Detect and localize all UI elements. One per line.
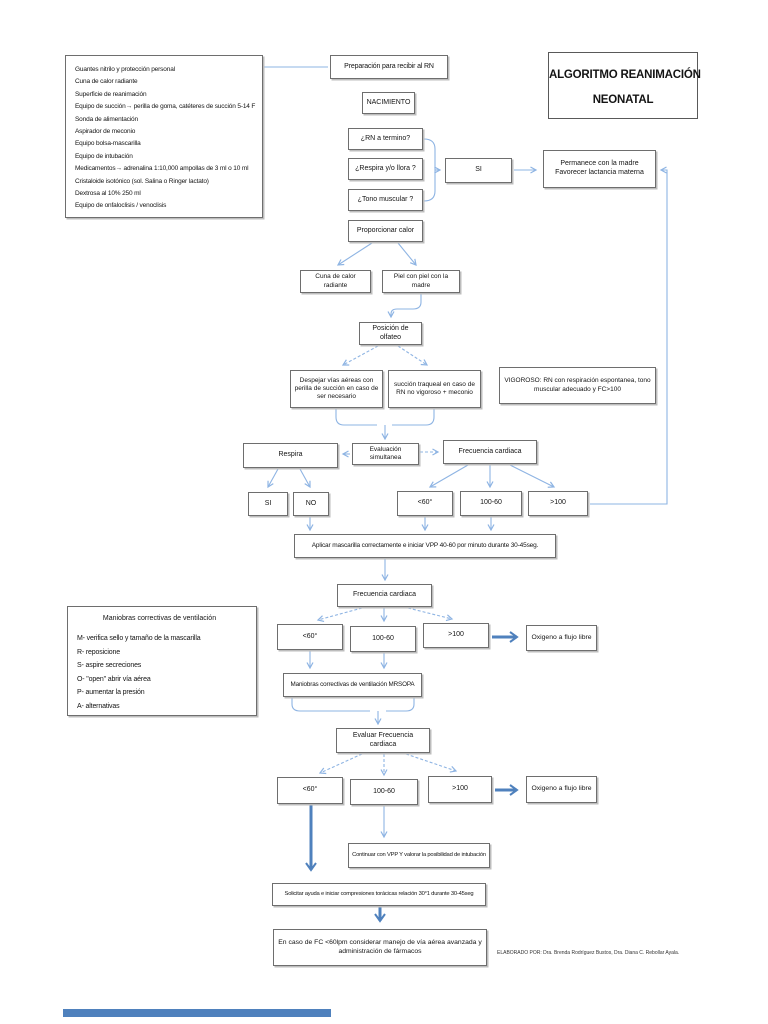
node-preparacion: Preparación para recibir al RN xyxy=(330,55,448,79)
node-piel-con-piel: Piel con piel con la madre xyxy=(382,270,460,293)
node-frecuencia-cardiaca-1: Frecuencia cardiaca xyxy=(443,440,537,464)
node-oxigeno-libre-2: Oxigeno a flujo libre xyxy=(526,776,597,803)
node-si-respira: SI xyxy=(248,492,288,516)
maniobras-item: A- alternativas xyxy=(77,702,120,710)
maniobras-item: R- reposicione xyxy=(77,648,121,656)
node-evaluar-fc: Evaluar Frecuencia cardiaca xyxy=(336,728,430,753)
node-no-respira: NO xyxy=(293,492,329,516)
node-oxigeno-libre-1: Oxigeno a flujo libre xyxy=(526,625,597,651)
node-fc3-100-60: 100-60 xyxy=(350,779,418,805)
equipment-item: Medicamentos→ adrenalina 1:10,000 ampoll… xyxy=(75,165,249,173)
equipment-item: Equipo bolsa-mascarilla xyxy=(75,140,141,148)
node-proporcionar-calor: Proporcionar calor xyxy=(348,220,423,242)
node-fc1-100-60: 100-60 xyxy=(460,491,522,516)
equipment-item: Guantes nitrilo y protección personal xyxy=(75,66,175,73)
panel-maniobras: Maniobras correctivas de ventilación M- … xyxy=(67,606,257,716)
node-posicion-olfateo: Posición de olfateo xyxy=(359,322,422,345)
maniobras-title: Maniobras correctivas de ventilación xyxy=(102,615,217,622)
node-aplicar-mascarilla: Aplicar mascarilla correctamente e inici… xyxy=(294,534,556,558)
note-vigoroso: VIGOROSO: RN con respiración espontanea,… xyxy=(499,367,656,404)
equipment-item: Sonda de alimentación xyxy=(75,115,138,123)
node-continuar-vpp: Continuar con VPP Y valorar la posibilid… xyxy=(348,843,490,868)
equipment-item: Equipo de intubación xyxy=(75,152,133,160)
node-fc-final: En caso de FC <60lpm considerar manejo d… xyxy=(273,929,487,966)
node-fc3-lt60: <60° xyxy=(277,777,343,804)
footer-bar xyxy=(63,1009,331,1017)
credit-text: ELABORADO POR: Dra. Brenda Rodríguez Bus… xyxy=(497,950,680,956)
node-rn-termino: ¿RN a termino? xyxy=(348,128,423,150)
maniobras-item: O- "open" abrir vía aérea xyxy=(77,675,151,683)
equipment-item: Equipo de onfaloclisis / venoclisis xyxy=(75,202,167,210)
node-succion-traqueal: succión traqueal en caso de RN no vigoro… xyxy=(388,370,481,408)
node-cuna-calor: Cuna de calor radiante xyxy=(300,270,371,293)
equipment-item: Equipo de succión→ perilla de goma, caté… xyxy=(75,103,256,111)
node-respira: Respira xyxy=(243,443,338,468)
equipment-item: Cuna de calor radiante xyxy=(75,78,138,86)
page-title: ALGORITMO REANIMACIÓN NEONATAL xyxy=(548,52,701,119)
node-fc3-gt100: >100 xyxy=(428,776,492,803)
equipment-item: Superficie de reanimación xyxy=(75,90,147,98)
node-tono-muscular: ¿Tono muscular ? xyxy=(348,189,423,211)
node-nacimiento: NACIMIENTO xyxy=(362,92,415,114)
node-despejar-vias: Despejar vías aéreas con perilla de succ… xyxy=(290,370,383,408)
node-fc2-lt60: <60° xyxy=(277,624,343,650)
node-evaluacion-simultanea: Evaluación simultanea xyxy=(352,443,419,465)
permanece-madre-line2: Favorecer lactancia materna xyxy=(555,169,644,176)
node-fc2-100-60: 100-60 xyxy=(350,626,416,652)
equipment-item: Dextrosa al 10% 250 ml xyxy=(75,190,141,198)
maniobras-item: P- aumentar la presión xyxy=(77,689,145,696)
equipment-item: Cristaloide isotónico (sol. Salina o Rin… xyxy=(75,177,209,185)
node-si: SI xyxy=(445,158,512,183)
node-solicitar-ayuda: Solicitar ayuda e iniciar compresiones t… xyxy=(272,883,486,906)
equipment-checklist-panel: Guantes nitrilo y protección personal Cu… xyxy=(65,55,263,218)
node-respira-llora: ¿Respira y/o llora ? xyxy=(348,158,423,180)
node-mrsopa: Maniobras correctivas de ventilación MRS… xyxy=(283,673,422,697)
permanece-madre-line1: Permanece con la madre xyxy=(560,160,639,168)
node-fc2-gt100: >100 xyxy=(423,623,489,648)
maniobras-item: M- verifica sello y tamaño de la mascari… xyxy=(77,635,201,642)
node-frecuencia-cardiaca-2: Frecuencia cardiaca xyxy=(337,584,432,607)
node-fc1-lt60: <60° xyxy=(397,491,453,516)
node-permanece-madre: Permanece con la madre Favorecer lactanc… xyxy=(543,150,656,188)
equipment-item: Aspirador de meconio xyxy=(75,128,136,136)
page-title-line1: ALGORITMO REANIMACIÓN xyxy=(549,69,701,81)
maniobras-item: S- aspire secreciones xyxy=(77,662,142,669)
node-fc1-gt100: >100 xyxy=(528,491,588,516)
page-title-line2: NEONATAL xyxy=(592,94,654,106)
